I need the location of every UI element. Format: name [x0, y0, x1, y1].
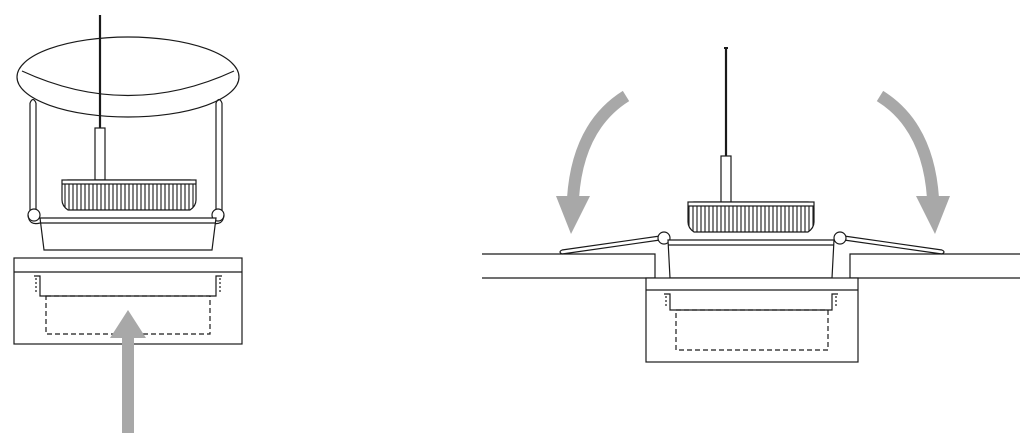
trim-housing-installed	[645, 277, 859, 363]
ceiling-board-left	[482, 253, 656, 279]
spring-clip-left	[27, 98, 41, 225]
spring-clip-left-installed	[559, 231, 671, 255]
fixture-collar	[39, 217, 217, 251]
ceiling-board-right	[849, 253, 1020, 279]
curved-arrow-right-icon	[876, 90, 950, 234]
insertion-step-panel	[13, 15, 243, 345]
fixture-collar-installed	[667, 239, 835, 279]
curved-arrow-left-icon	[556, 90, 630, 234]
arrow-up-icon	[110, 310, 146, 433]
heatsink	[61, 179, 197, 211]
spring-clip-right-installed	[833, 231, 945, 255]
installed-step-panel	[482, 47, 1020, 363]
spring-clip-right	[211, 98, 225, 225]
heatsink-installed	[687, 201, 815, 233]
power-cable-installed	[720, 47, 732, 207]
ceiling-disc	[16, 36, 240, 118]
